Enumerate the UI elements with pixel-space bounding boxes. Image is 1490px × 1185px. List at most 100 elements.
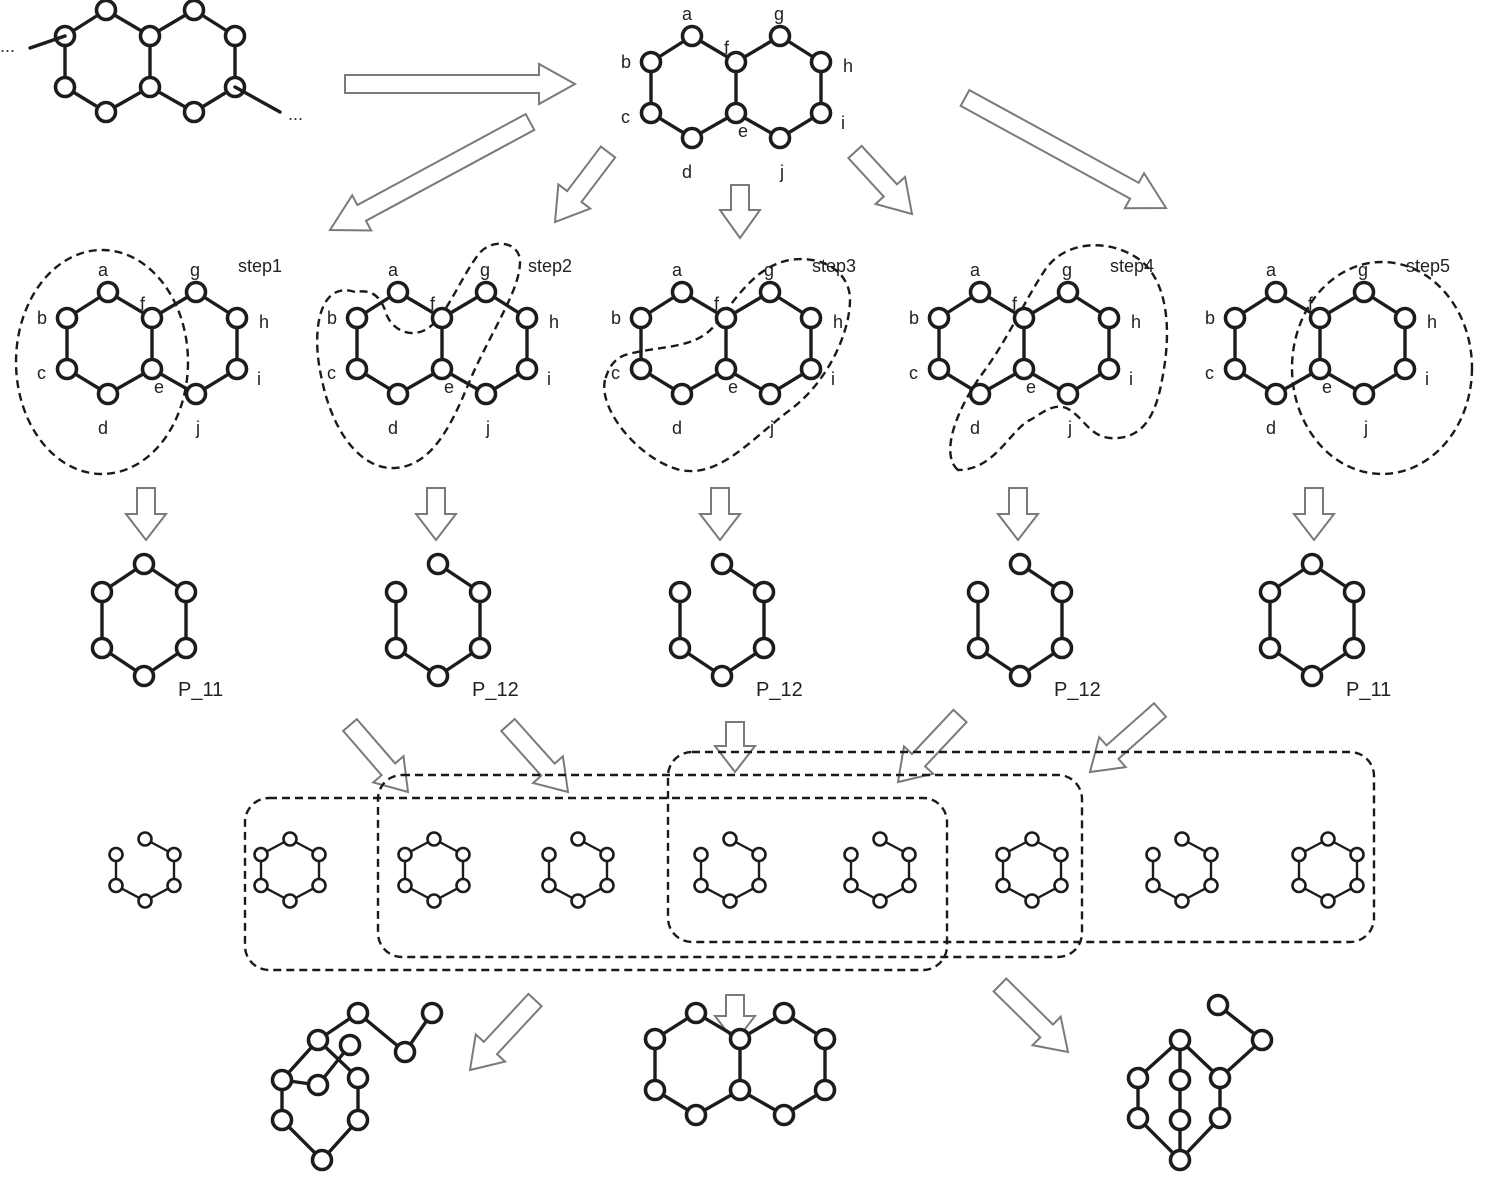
atom: [1053, 846, 1069, 863]
atom: [225, 357, 249, 381]
atom: [55, 357, 79, 381]
atom: [1126, 1066, 1150, 1090]
atom: [710, 552, 734, 576]
atom: [426, 664, 450, 688]
atom: [728, 1078, 752, 1102]
pattern-label-2: P_12: [472, 679, 519, 701]
arrow-pattern5-to-window: [1088, 701, 1168, 774]
atom: [384, 580, 408, 604]
dashed-groupings-layer: [14, 242, 1474, 972]
small-pattern-9: [1291, 831, 1365, 909]
atom: [799, 306, 823, 330]
atom: [1250, 1028, 1274, 1052]
arrow-to-step5: [959, 88, 1168, 210]
small-pattern-1: [108, 831, 182, 909]
atom: [253, 846, 269, 863]
atom: [728, 1027, 752, 1051]
atom: [282, 893, 298, 909]
atom: [1012, 306, 1036, 330]
atom: [684, 1103, 708, 1127]
atom-label-j: j: [195, 418, 200, 438]
atom-label-c: c: [327, 363, 336, 383]
atom: [752, 636, 776, 660]
atom: [1050, 636, 1074, 660]
atom: [643, 1078, 667, 1102]
pattern-label-3: P_12: [756, 679, 803, 701]
atom-label-e: e: [738, 121, 748, 141]
small-pattern-6: [843, 831, 917, 909]
atom-label-a: a: [970, 260, 981, 280]
atom: [1168, 1108, 1192, 1132]
atom: [751, 846, 767, 863]
atom-label-g: g: [480, 260, 490, 280]
atom-label-c: c: [611, 363, 620, 383]
arrow-to-labelled: [344, 62, 578, 106]
atom: [174, 580, 198, 604]
atom-label-e: e: [728, 377, 738, 397]
atom-label-h: h: [259, 312, 269, 332]
atom: [53, 75, 77, 99]
atom: [468, 580, 492, 604]
atom: [386, 280, 410, 304]
atom-label-e: e: [1026, 377, 1036, 397]
step-label-1: step1: [238, 256, 282, 276]
atom: [995, 877, 1011, 894]
pattern-1: [90, 552, 198, 688]
atom: [1168, 1068, 1192, 1092]
pattern-label-4: P_12: [1054, 679, 1101, 701]
atom-label-c: c: [1205, 363, 1214, 383]
atom: [813, 1078, 837, 1102]
atom-label-d: d: [1266, 418, 1276, 438]
atom: [1206, 993, 1230, 1017]
atom: [968, 280, 992, 304]
atom: [643, 1027, 667, 1051]
atom-label-h: h: [843, 56, 853, 76]
atom: [1024, 893, 1040, 909]
atom: [966, 636, 990, 660]
atom: [680, 24, 704, 48]
arrow-to-step4: [846, 144, 914, 216]
atom: [901, 846, 917, 863]
step5-molecule: [1223, 280, 1417, 406]
atom-label-g: g: [1358, 260, 1368, 280]
atom-label-h: h: [1131, 312, 1141, 332]
atom: [306, 1073, 330, 1097]
result-naphthalene: [643, 1001, 837, 1127]
atom: [1097, 357, 1121, 381]
atom: [1300, 552, 1324, 576]
atom: [639, 101, 663, 125]
atom: [768, 24, 792, 48]
atom-label-i: i: [841, 113, 845, 133]
atom: [570, 893, 586, 909]
atom: [182, 100, 206, 124]
atom: [710, 664, 734, 688]
atom: [140, 306, 164, 330]
atom: [346, 1001, 370, 1025]
atom-label-j: j: [1363, 418, 1368, 438]
atom: [253, 877, 269, 894]
arrow-step2-to-pattern: [413, 487, 459, 542]
atom: [1258, 580, 1282, 604]
atom: [338, 1033, 362, 1057]
atom: [1208, 1106, 1232, 1130]
step3-selection: [603, 257, 852, 473]
atom: [182, 0, 206, 22]
step2-molecule: [345, 280, 539, 406]
atom: [132, 664, 156, 688]
atom: [1291, 877, 1307, 894]
atom-label-f: f: [1012, 294, 1018, 314]
atom: [1393, 306, 1417, 330]
atom-label-e: e: [444, 377, 454, 397]
bond: [28, 34, 67, 50]
step2-selection: [315, 242, 522, 470]
atom-label-c: c: [621, 107, 630, 127]
atom: [1308, 357, 1332, 381]
pattern-label-5: P_11: [1346, 679, 1391, 701]
atom: [140, 357, 164, 381]
atom: [693, 846, 709, 863]
atom: [346, 1066, 370, 1090]
arrow-to-step3: [718, 184, 762, 240]
atom-label-g: g: [190, 260, 200, 280]
atom: [714, 306, 738, 330]
atom: [1050, 580, 1074, 604]
